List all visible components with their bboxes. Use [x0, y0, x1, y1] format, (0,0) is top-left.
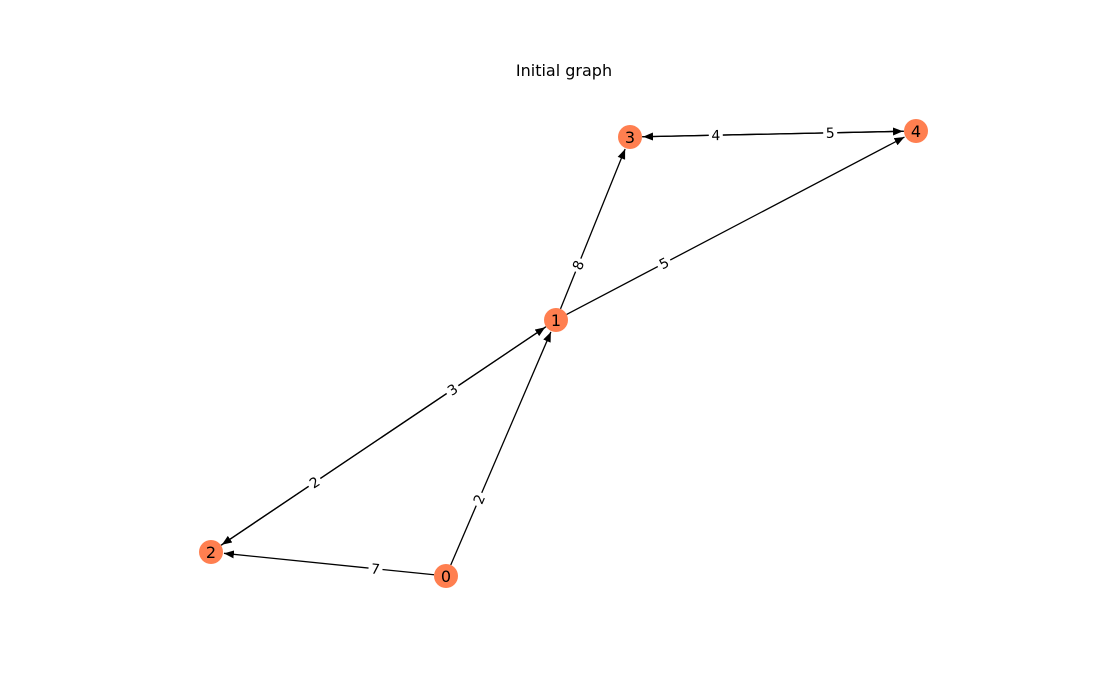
node-circle [544, 308, 568, 332]
node-label: 2 [206, 543, 216, 562]
edge-label-background [708, 126, 723, 145]
edge-label-background [467, 489, 491, 510]
node-0: 0 [434, 564, 458, 588]
edge-label-background [567, 255, 590, 275]
edge-2-1 [220, 326, 546, 546]
edge-label-0-1: 2 [467, 489, 491, 510]
node-3: 3 [618, 125, 642, 149]
nodes-layer: 0 1 2 3 4 [199, 119, 928, 588]
node-circle [199, 540, 223, 564]
edge-weight-label: 5 [826, 126, 835, 142]
edge-label-4-3: 5 [823, 123, 838, 142]
edge-label-background [441, 378, 464, 401]
node-label: 3 [625, 128, 635, 147]
edge-0-1 [450, 331, 552, 566]
edge-label-1-2: 3 [441, 378, 464, 401]
node-4: 4 [904, 119, 928, 143]
edge-0-2 [223, 550, 435, 576]
edge-label-3-4: 4 [708, 126, 723, 145]
edge-4-3 [642, 130, 905, 141]
node-label: 0 [441, 567, 451, 586]
edge-label-background [823, 123, 838, 142]
node-circle [434, 564, 458, 588]
graph-title: Initial graph [516, 61, 612, 80]
edge-label-0-2: 7 [367, 559, 384, 579]
edges-layer [220, 127, 905, 576]
node-1: 1 [544, 308, 568, 332]
edge-label-2-1: 2 [303, 471, 326, 494]
node-circle [904, 119, 928, 143]
edge-1-4 [566, 136, 905, 315]
node-circle [618, 125, 642, 149]
edge-labels-layer: 7 2 3 2 8 5 4 5 [303, 123, 838, 579]
edge-label-background [653, 252, 675, 275]
edge-weight-label: 7 [370, 561, 381, 578]
edge-label-1-3: 8 [567, 255, 590, 275]
edge-label-background [303, 471, 326, 494]
edge-weight-label: 4 [711, 128, 720, 144]
edge-label-1-4: 5 [653, 252, 675, 275]
node-2: 2 [199, 540, 223, 564]
node-label: 1 [551, 311, 561, 330]
edge-label-background [367, 559, 384, 579]
edge-1-3 [559, 148, 626, 310]
node-label: 4 [911, 122, 921, 141]
